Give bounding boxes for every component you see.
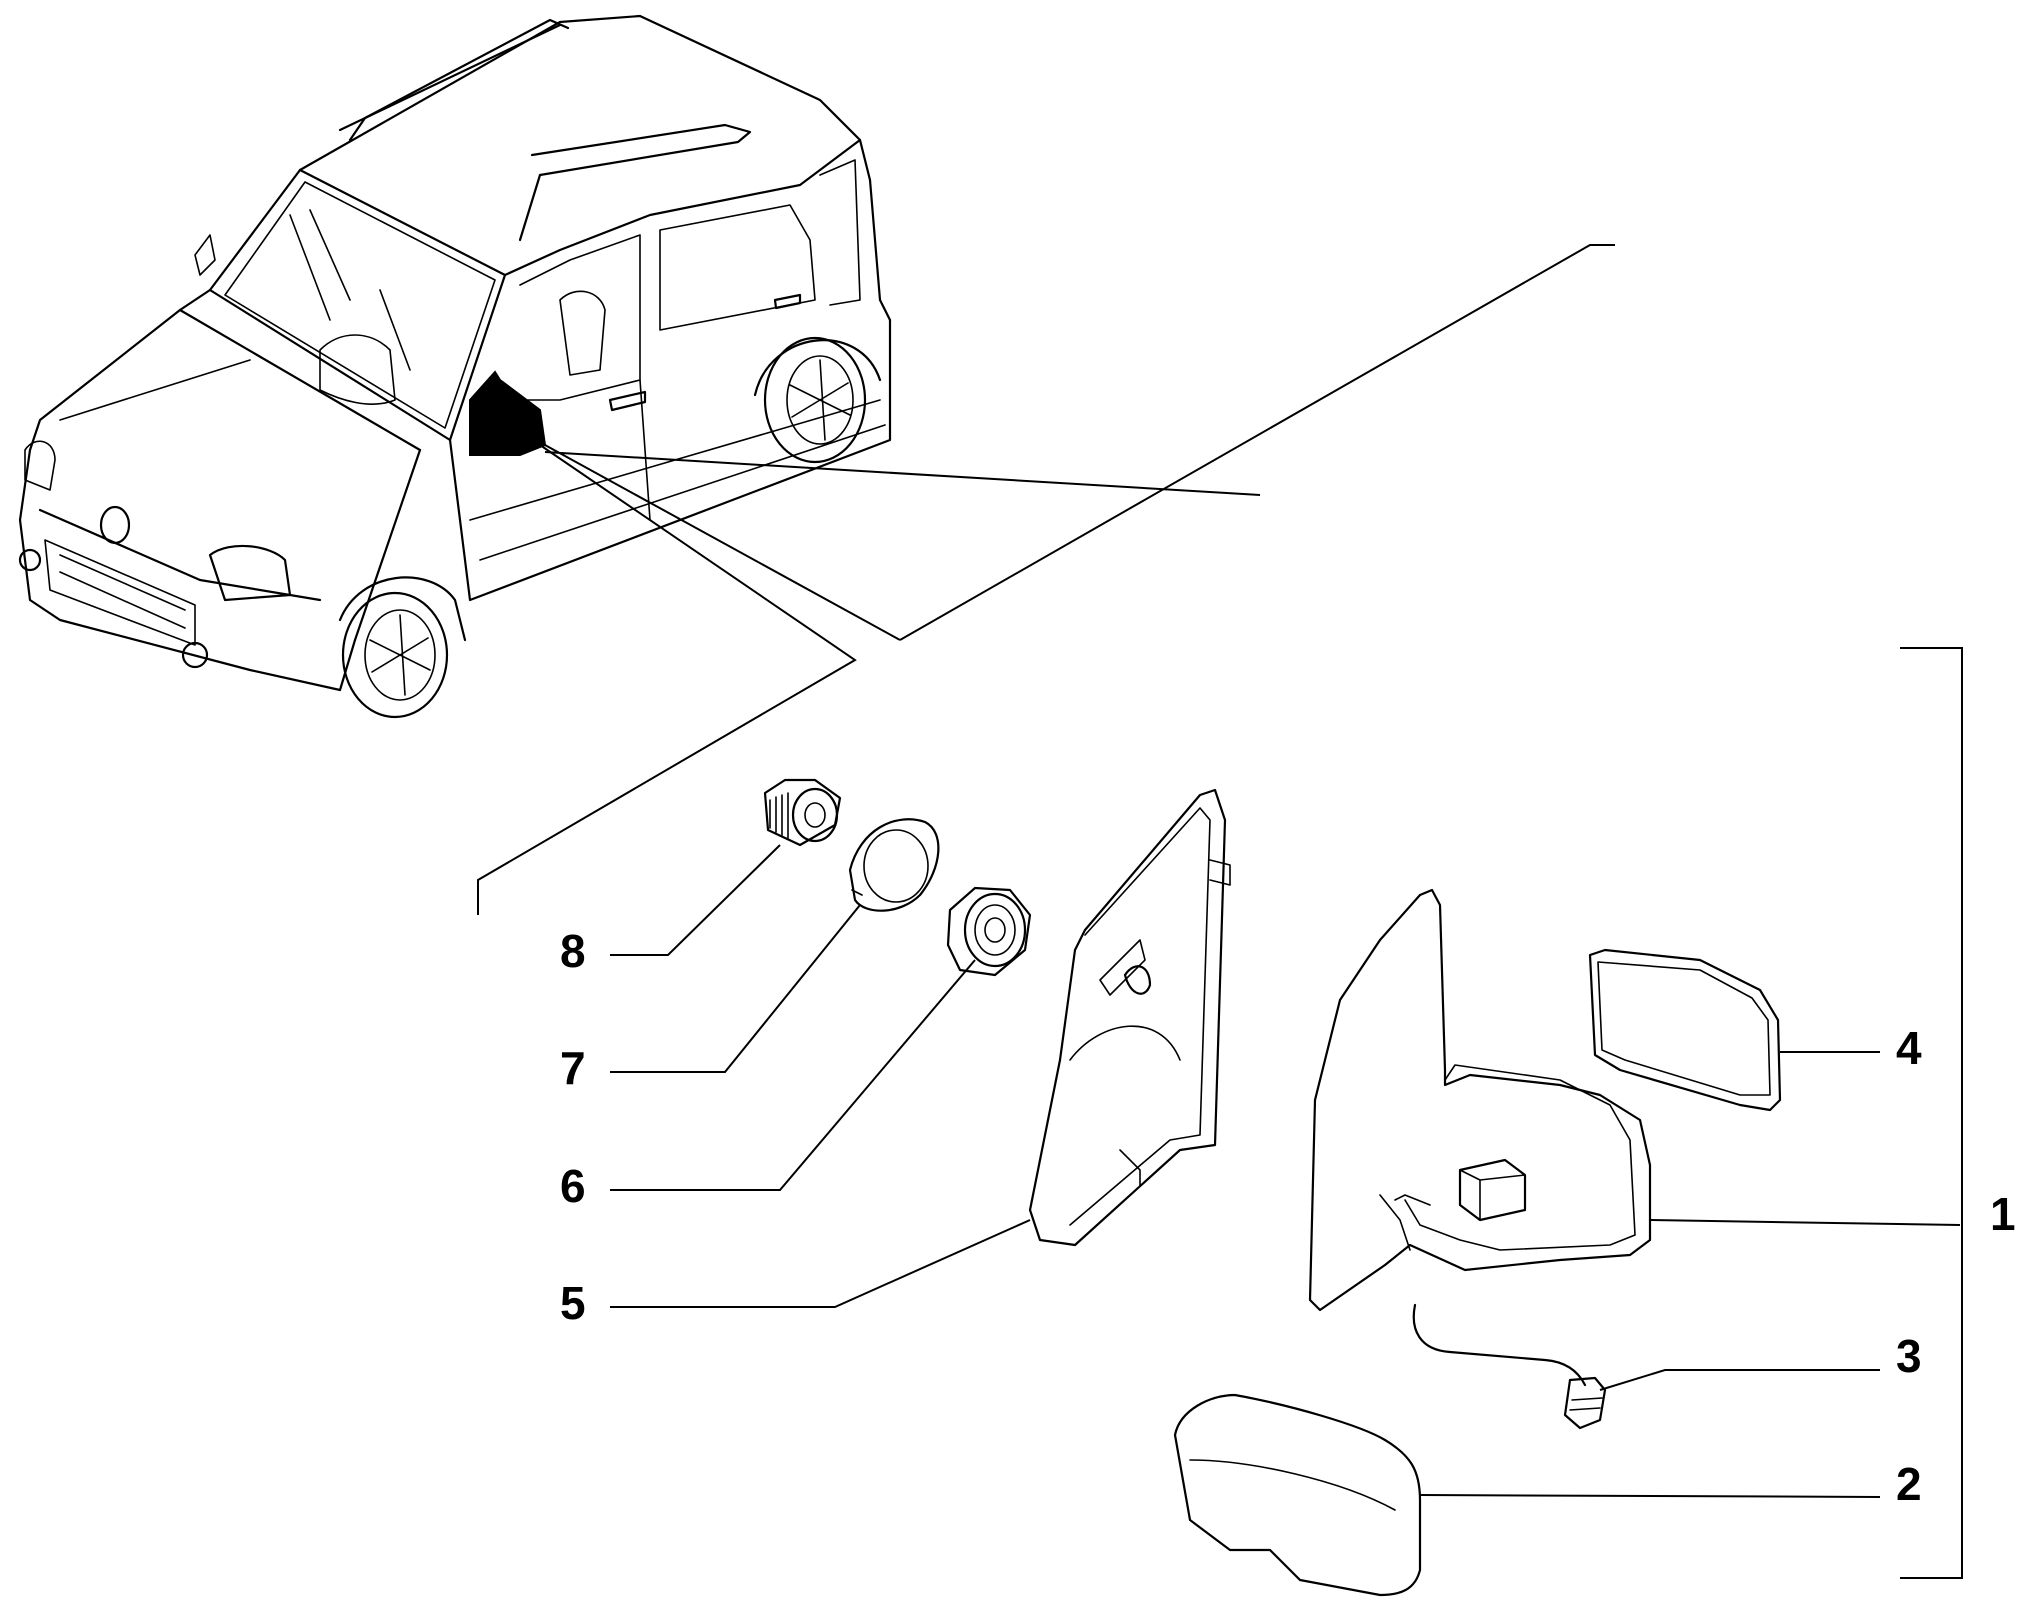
- callout-8: 8: [560, 925, 586, 977]
- mirror-location-marker: [469, 370, 547, 456]
- part-4-mirror-glass: [1588, 948, 1782, 1112]
- car-illustration: [18, 14, 892, 719]
- part-7-retaining-ring: [848, 818, 940, 912]
- callout-4: 4: [1896, 1022, 1922, 1074]
- callout-5: 5: [560, 1277, 586, 1329]
- callout-7: 7: [560, 1042, 586, 1094]
- leader-lines: [610, 647, 1963, 1579]
- callout-6: 6: [560, 1160, 586, 1212]
- part-1-mirror-assembly: [1308, 888, 1652, 1312]
- part-6-gear-grommet: [946, 886, 1032, 977]
- callout-labels: 8 7 6 5 4 1 3 2: [560, 925, 2016, 1510]
- callout-3: 3: [1896, 1330, 1922, 1382]
- part-8-adjuster-knob: [763, 778, 842, 847]
- part-3-wire-connector: [1412, 1303, 1607, 1430]
- callout-1: 1: [1990, 1188, 2016, 1240]
- part-2-mirror-cover: [1173, 1393, 1422, 1597]
- view-projection-lines: [477, 244, 1615, 915]
- part-5-mirror-base: [1028, 788, 1231, 1247]
- callout-2: 2: [1896, 1458, 1922, 1510]
